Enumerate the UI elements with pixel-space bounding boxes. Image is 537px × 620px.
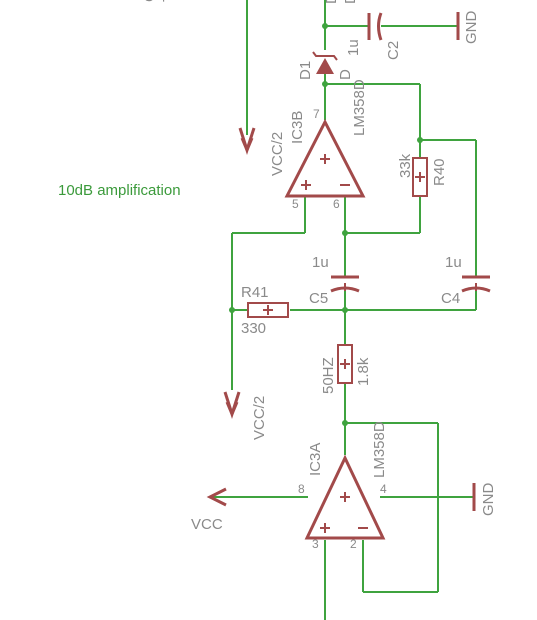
wires: [212, 0, 477, 620]
opamp-ic3a: [304, 454, 386, 540]
ic3a-name-label: IC3A: [307, 443, 324, 476]
ic3b-pin5-label: 5: [292, 197, 299, 211]
capacitor-c5: [330, 275, 360, 293]
cut-label: C: [141, 0, 158, 2]
c4-value-label: 1u: [445, 254, 462, 271]
vcc2-upper-label: VCC/2: [269, 132, 286, 176]
ic3b-pin7-label: 7: [313, 107, 320, 121]
junction-dot: [417, 137, 423, 143]
r40-value-label: 33k: [397, 153, 414, 178]
junction-dot: [229, 307, 235, 313]
r41-value-label: 330: [241, 320, 266, 337]
ic3a-pin2-label: 2: [350, 537, 357, 551]
opamp-ic3b: [284, 118, 366, 198]
r-1-8k-label: 1.8k: [355, 357, 372, 386]
c2-name-label: C2: [385, 41, 402, 60]
c5-value-label: 1u: [312, 254, 329, 271]
capacitor-c2: [367, 12, 383, 41]
resistor-1-8k: [337, 344, 353, 384]
ic3a-pin8-label: 8: [298, 482, 305, 496]
frequency-label: 50HZ: [320, 357, 337, 394]
amplification-note: 10dB amplification: [58, 182, 181, 199]
vcc2-arrow-upper: [238, 127, 256, 155]
ic3a-part-label: LM358D: [371, 421, 388, 478]
vcc2-lower-label: VCC/2: [251, 396, 268, 440]
gnd-label-bottom: GND: [480, 483, 497, 517]
r41-name-label: R41: [241, 284, 269, 301]
ic3a-pin4-label: 4: [380, 482, 387, 496]
d1-pin-label: D: [337, 69, 354, 80]
resistor-r41: [247, 302, 289, 318]
c4-name-label: C4: [441, 290, 460, 307]
d1-label: D1: [297, 61, 314, 80]
capacitor-c4: [461, 275, 491, 293]
junction-dot: [342, 230, 348, 236]
r40-name-label: R40: [431, 158, 448, 186]
vcc-label: VCC: [191, 516, 223, 533]
c5-name-label: C5: [309, 290, 328, 307]
cut-label: D: [323, 0, 340, 4]
diode-d1: [312, 51, 338, 74]
junction-dot: [342, 307, 348, 313]
vcc2-arrow-lower: [223, 391, 241, 419]
vcc-arrow: [206, 487, 227, 507]
junctions: [229, 23, 423, 426]
junction-dot: [322, 23, 328, 29]
resistor-r40: [412, 157, 428, 197]
ic3b-name-label: IC3B: [289, 111, 306, 144]
c2-value-label: 1u: [345, 39, 362, 56]
gnd-label-top: GND: [463, 11, 480, 45]
ic3b-pin6-label: 6: [333, 197, 340, 211]
ic3a-pin3-label: 3: [312, 537, 319, 551]
junction-dot: [322, 81, 328, 87]
junction-dot: [342, 420, 348, 426]
cut-label: T: [160, 0, 177, 2]
ic3b-part-label: LM358D: [351, 79, 368, 136]
cut-label: D: [342, 0, 359, 4]
